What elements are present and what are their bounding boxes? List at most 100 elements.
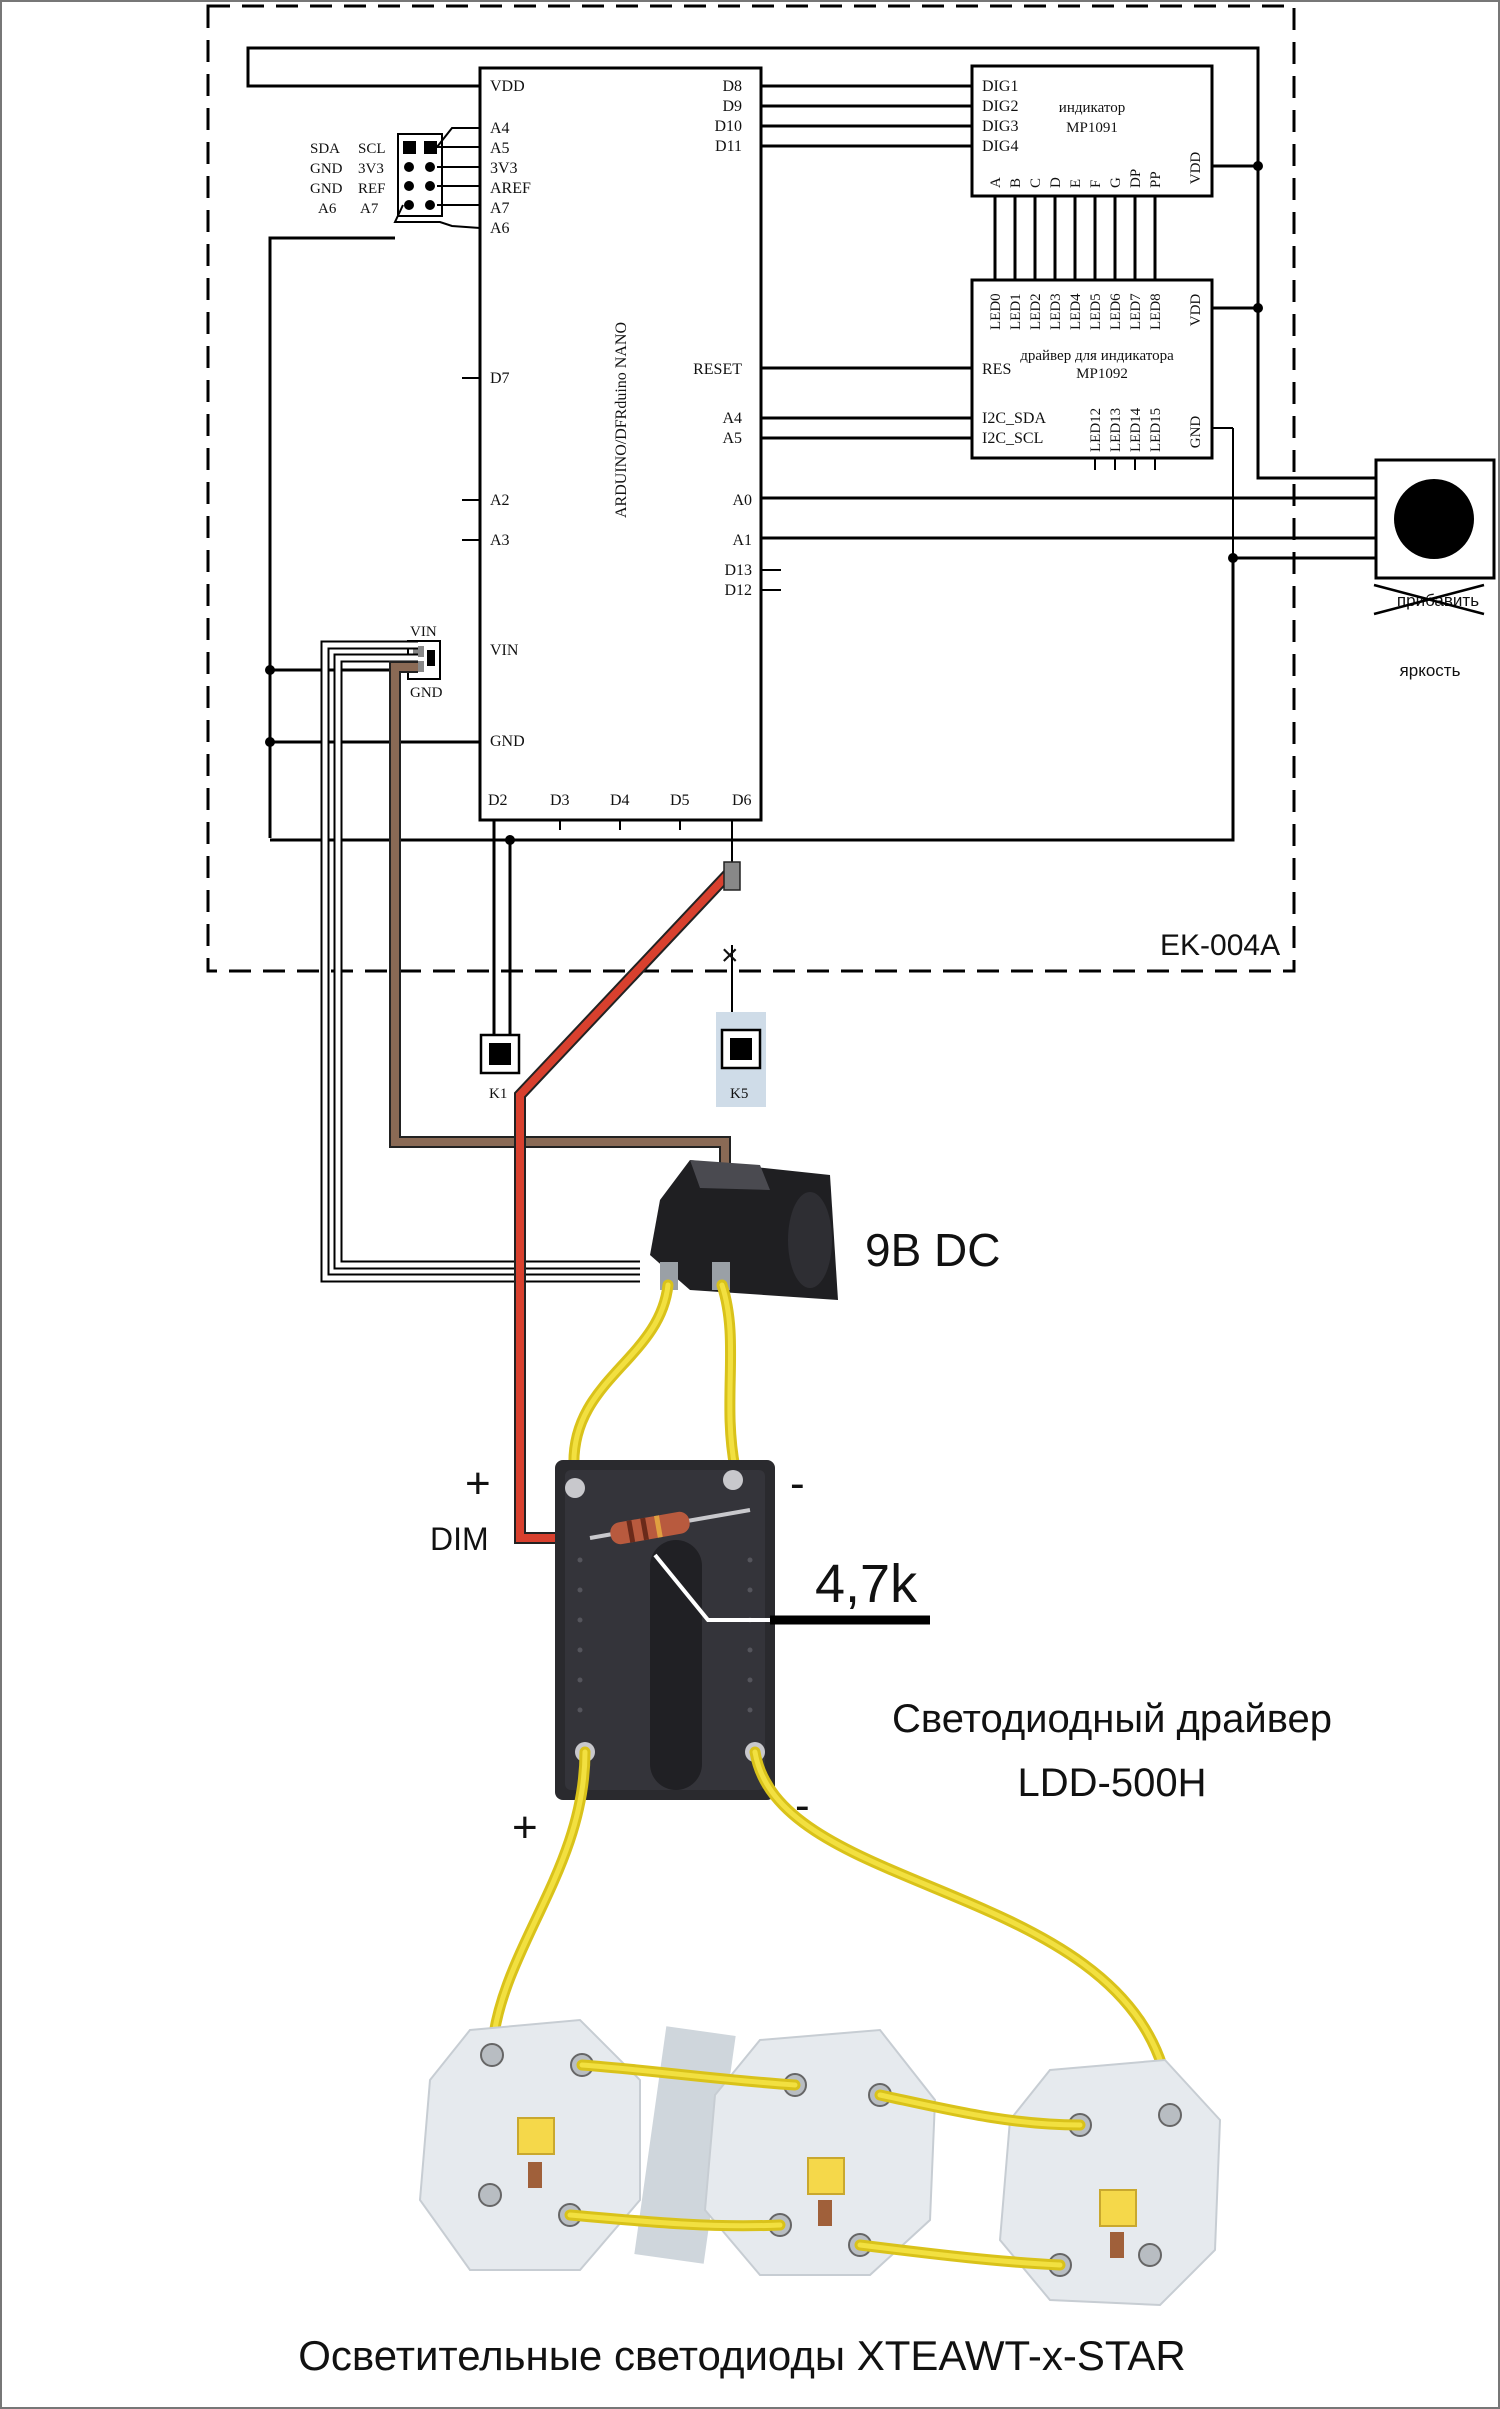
i2c-header: SDA GND GND A6 SCL 3V3 REF A7 [310, 127, 481, 229]
svg-text:GND: GND [310, 161, 343, 177]
svg-text:GND: GND [490, 733, 525, 750]
svg-text:LED5: LED5 [1088, 293, 1104, 330]
svg-text:LED6: LED6 [1108, 293, 1124, 330]
resistor-label: 4,7k [815, 1554, 918, 1614]
svg-text:LED1: LED1 [1008, 293, 1024, 330]
svg-text:D9: D9 [722, 98, 742, 115]
svg-text:PP: PP [1148, 171, 1164, 188]
button-k5[interactable]: K5 [716, 1012, 766, 1107]
svg-text:D3: D3 [550, 792, 570, 809]
svg-text:A5: A5 [490, 140, 510, 157]
arduino-nano: ARDUINO/DFRduino NANO VDD A4 A5 3V3 AREF… [462, 66, 781, 830]
svg-text:LED0: LED0 [988, 293, 1004, 330]
dc-jack-label: 9В DC [865, 1224, 1000, 1276]
svg-text:LED14: LED14 [1128, 407, 1144, 452]
indicator-mp1091: DIG1 DIG2 DIG3 DIG4 индикатор MP1091 VDD… [970, 64, 1214, 280]
svg-text:RES: RES [982, 361, 1011, 378]
svg-text:A7: A7 [490, 200, 510, 217]
svg-text:LED2: LED2 [1028, 293, 1044, 330]
svg-text:VIN: VIN [490, 642, 519, 659]
svg-text:LED3: LED3 [1048, 293, 1064, 330]
svg-text:A6: A6 [318, 201, 337, 217]
svg-text:B: B [1008, 178, 1024, 188]
svg-text:SDA: SDA [310, 141, 340, 157]
svg-text:VDD: VDD [1188, 152, 1204, 185]
driver-led-pins: LED0 LED1 LED2 LED3 LED4 LED5 LED6 LED7 … [988, 293, 1164, 330]
svg-text:AREF: AREF [490, 180, 531, 197]
svg-text:I2C_SCL: I2C_SCL [982, 430, 1043, 447]
svg-text:GND: GND [1188, 416, 1204, 449]
svg-text:D7: D7 [490, 370, 510, 387]
driver-name-line2: LDD-500H [1018, 1761, 1207, 1805]
svg-text:A6: A6 [490, 220, 510, 237]
k1-label: K1 [489, 1086, 507, 1102]
module-wiring: × [246, 46, 1470, 1035]
svg-text:D11: D11 [715, 138, 742, 155]
svg-text:A1: A1 [732, 532, 752, 549]
board-label: EK-004A [1160, 929, 1280, 962]
svg-text:A2: A2 [490, 492, 510, 509]
knob-label: яркость [1400, 661, 1461, 680]
driver-minus-in: - [790, 1459, 805, 1508]
vin-wire-white [320, 640, 640, 1283]
svg-text:GND: GND [310, 181, 343, 197]
svg-text:RESET: RESET [693, 361, 742, 378]
svg-text:D4: D4 [610, 792, 630, 809]
svg-text:C: C [1028, 178, 1044, 188]
led-star-2 [703, 2028, 937, 2276]
brightness-knob[interactable]: прибавить яркость [1373, 458, 1496, 680]
svg-text:индикатор: индикатор [1059, 100, 1125, 116]
svg-text:D10: D10 [714, 118, 742, 135]
arduino-left-pins: VDD A4 A5 3V3 AREF A7 A6 D7 A2 A3 VIN GN… [462, 78, 531, 750]
svg-text:MP1092: MP1092 [1076, 366, 1128, 382]
button-k1[interactable]: K1 [479, 1033, 521, 1102]
svg-text:D12: D12 [724, 582, 752, 599]
svg-text:A5: A5 [722, 430, 742, 447]
arduino-bottom-pins: D2 D3 D4 D5 D6 [488, 792, 752, 830]
svg-text:E: E [1068, 179, 1084, 188]
svg-text:LED12: LED12 [1088, 408, 1104, 452]
svg-text:LED13: LED13 [1108, 408, 1124, 452]
driver-mp1092: LED0 LED1 LED2 LED3 LED4 LED5 LED6 LED7 … [970, 278, 1214, 470]
arduino-right-pins: D8 D9 D10 D11 RESET A4 A5 A0 A1 D13 D12 [693, 78, 781, 599]
svg-text:DIG2: DIG2 [982, 98, 1018, 115]
svg-text:REF: REF [358, 181, 386, 197]
dc-jack: 9В DC [650, 1160, 1000, 1300]
svg-text:A0: A0 [732, 492, 752, 509]
driver-name-line1: Светодиодный драйвер [892, 1697, 1332, 1741]
arduino-name: ARDUINO/DFRduino NANO [613, 322, 630, 518]
k5-label: K5 [730, 1086, 748, 1102]
svg-text:3V3: 3V3 [358, 161, 384, 177]
svg-text:DIG1: DIG1 [982, 78, 1018, 95]
svg-text:VIN: VIN [410, 624, 437, 640]
svg-text:драйвер для индикатора: драйвер для индикатора [1020, 348, 1174, 364]
svg-text:MP1091: MP1091 [1066, 120, 1118, 136]
svg-text:G: G [1108, 177, 1124, 188]
svg-text:I2C_SDA: I2C_SDA [982, 410, 1046, 427]
svg-text:LED15: LED15 [1148, 408, 1164, 452]
svg-text:LED8: LED8 [1148, 293, 1164, 330]
svg-text:D8: D8 [722, 78, 742, 95]
knob-cap-icon [1394, 479, 1474, 559]
svg-text:DP: DP [1128, 169, 1144, 188]
svg-text:A4: A4 [490, 120, 510, 137]
svg-text:D: D [1048, 177, 1064, 188]
svg-text:×: × [721, 939, 739, 972]
svg-text:D13: D13 [724, 562, 752, 579]
led-driver: 4,7k + - DIM + - Светодиодный драйвер LD… [430, 1459, 1332, 1852]
svg-text:D6: D6 [732, 792, 752, 809]
module-boundary [206, 4, 1296, 973]
svg-text:GND: GND [410, 685, 443, 701]
driver-plus-in: + [465, 1459, 491, 1508]
svg-text:LED4: LED4 [1068, 293, 1084, 330]
svg-text:3V3: 3V3 [490, 160, 518, 177]
svg-text:DIG4: DIG4 [982, 138, 1018, 155]
svg-text:LED7: LED7 [1128, 293, 1144, 330]
svg-text:F: F [1088, 180, 1104, 188]
led-star-boards [418, 2018, 1222, 2307]
svg-text:A: A [988, 177, 1004, 188]
svg-text:SCL: SCL [358, 141, 386, 157]
svg-text:A3: A3 [490, 532, 510, 549]
indicator-segment-pins: A B C D E F G DP PP [988, 169, 1164, 188]
